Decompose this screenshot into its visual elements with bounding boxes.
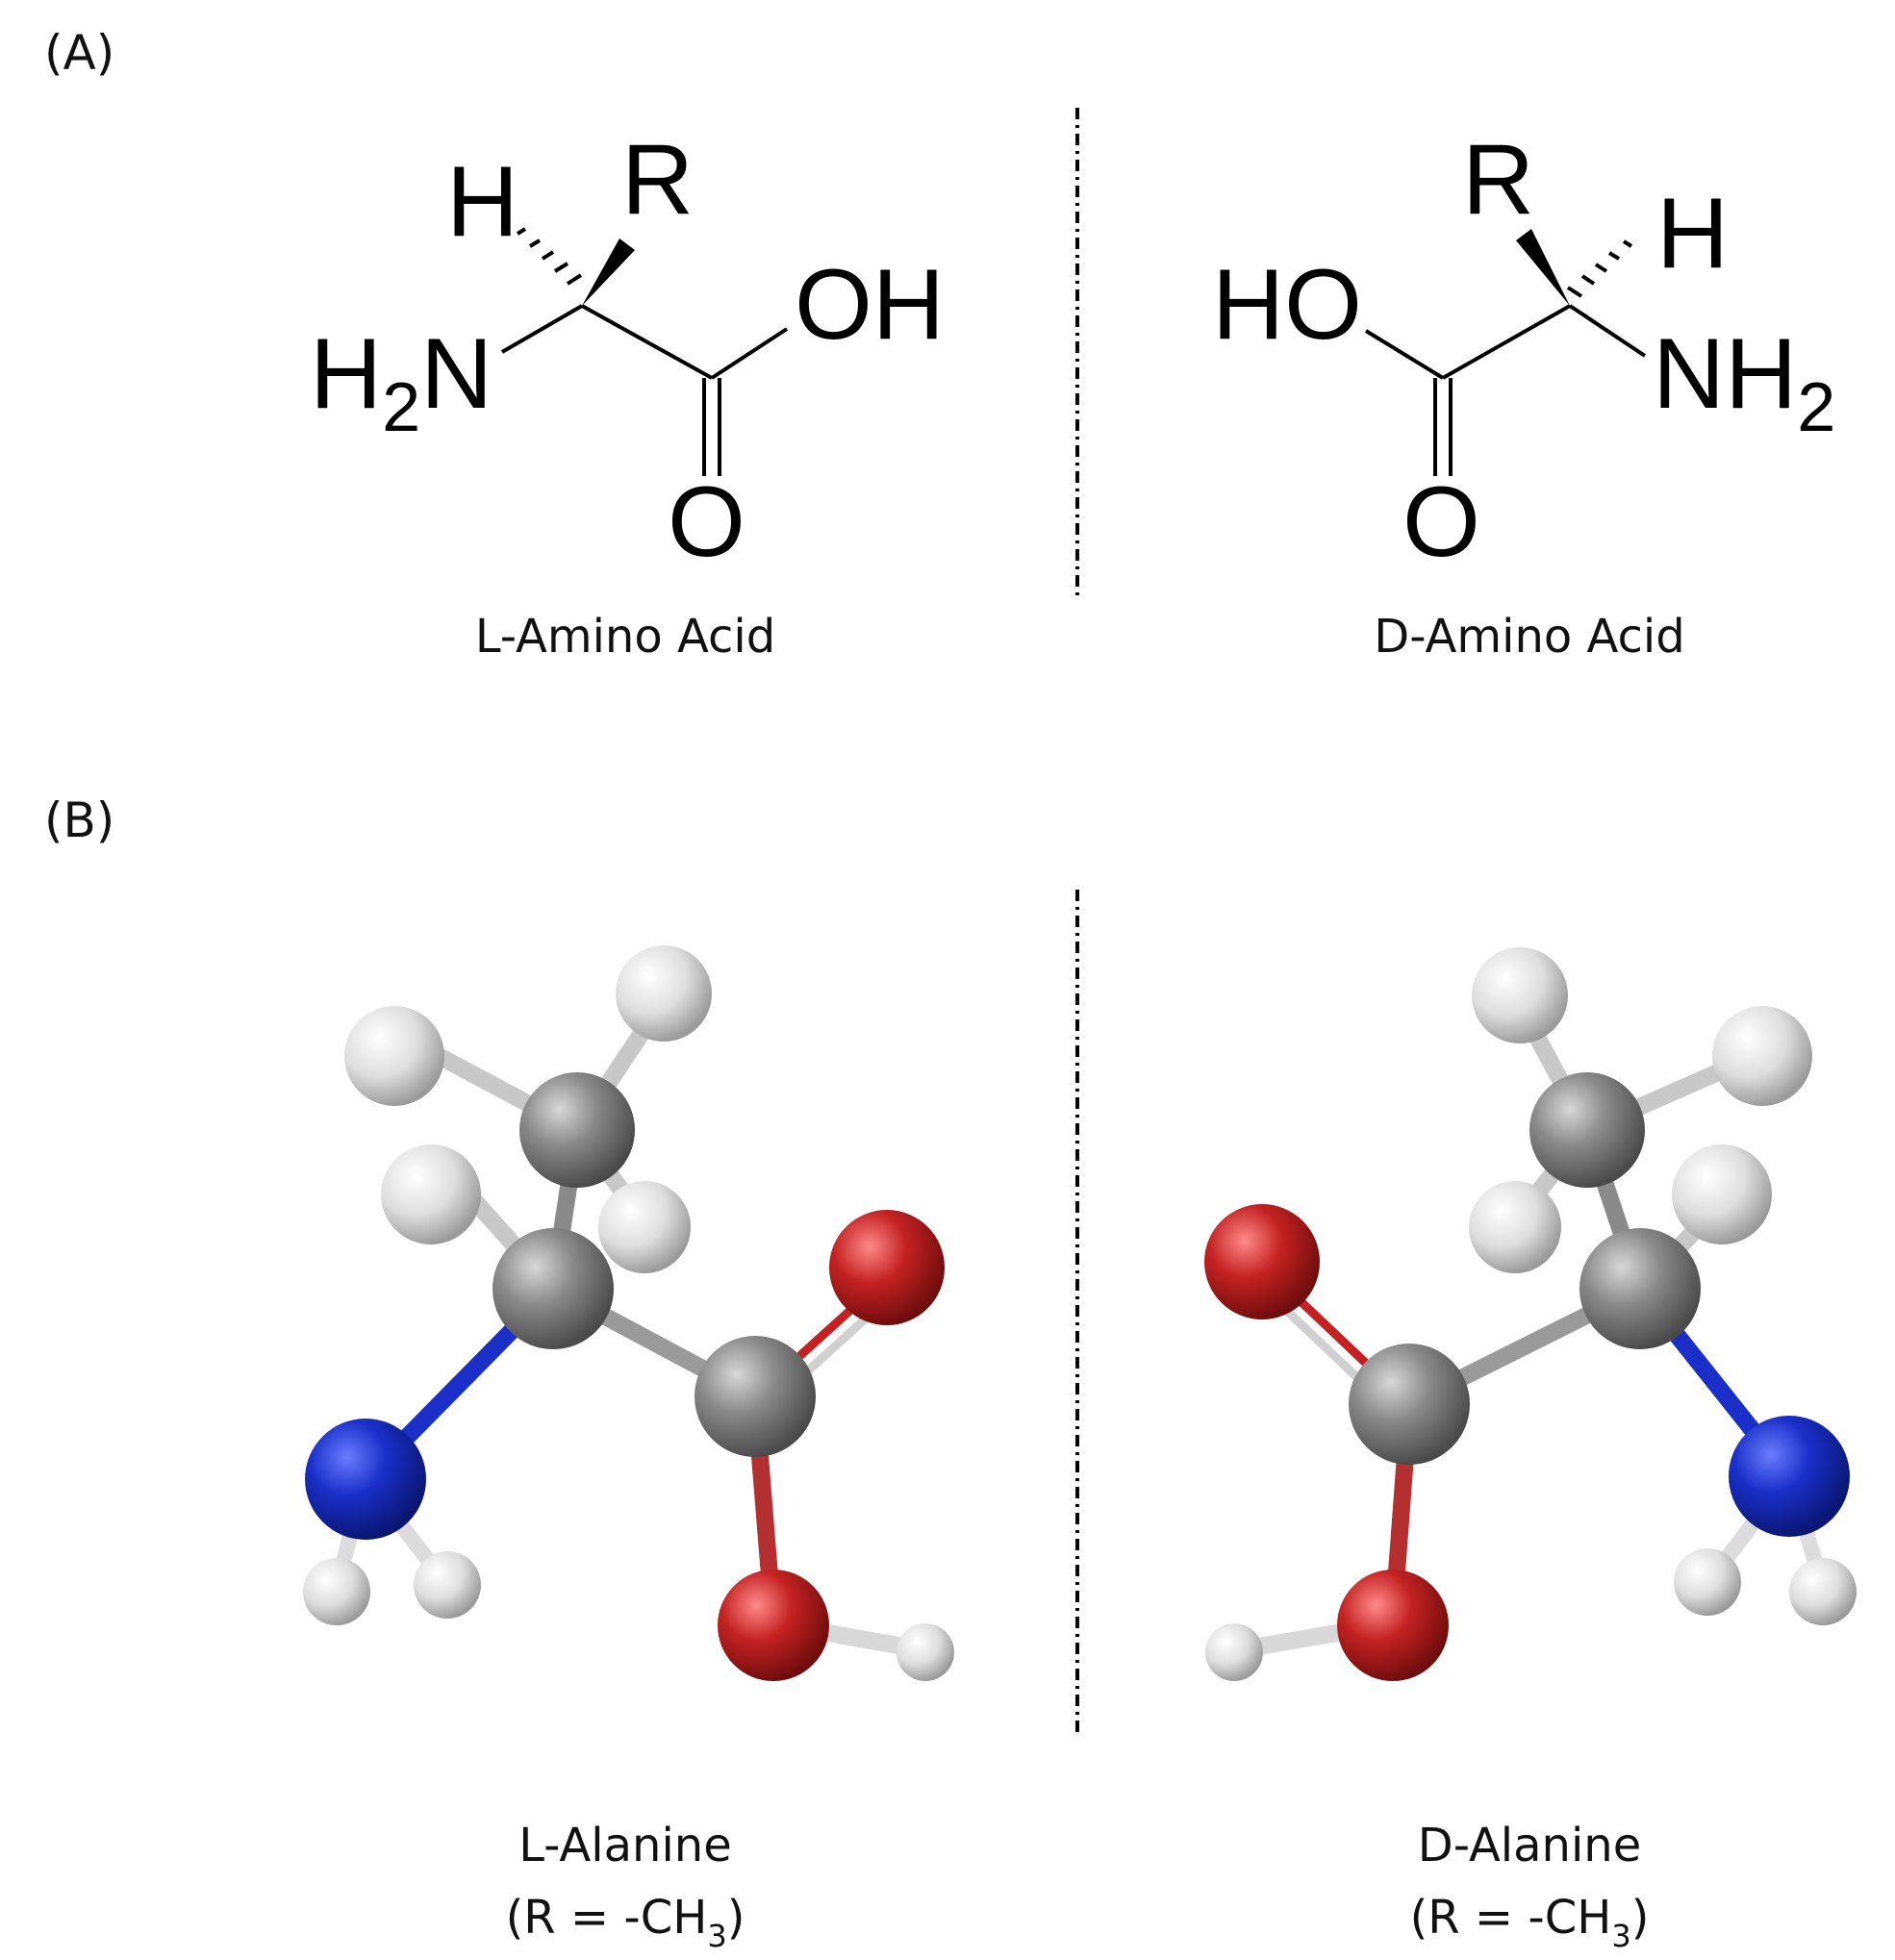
wedge-bond (1516, 229, 1570, 306)
hydrogen-atom (616, 945, 712, 1042)
formula-suffix: ) (727, 1891, 745, 1945)
formula-prefix: (R = -CH (506, 1891, 708, 1945)
carbon-atom (1349, 1344, 1470, 1465)
atom-amine-nh: NH (1653, 318, 1797, 430)
bonds (1227, 996, 1831, 1659)
caption-l-amino-acid: L-Amino Acid (475, 610, 775, 664)
hydrogen-atom (897, 1623, 954, 1681)
bond-ca-n (500, 304, 584, 354)
bond-ca-c (581, 304, 713, 380)
hashed-bond (1566, 239, 1633, 298)
atom-h: H (1656, 178, 1729, 289)
hydrogen-atom (1672, 1144, 1772, 1244)
carbon-atom (493, 1228, 614, 1349)
d-alanine-model: D-Alanine (R = -CH3) (1204, 947, 1857, 1954)
oxygen-atom (718, 1570, 829, 1681)
hydrogen-atom (381, 1144, 481, 1244)
bond-c-oh (710, 327, 789, 380)
amine-group: H2N (310, 318, 493, 446)
hashed-bond (516, 227, 583, 286)
atom-amine-n: N (420, 318, 493, 430)
bond-c-oh (1364, 329, 1445, 380)
hydrogen-atom (598, 1181, 691, 1273)
hydrogen-atom (1789, 1558, 1857, 1625)
amine-group: NH2 (1653, 318, 1835, 446)
hydrogen-atom (303, 1558, 370, 1625)
hydrogen-atom (1472, 947, 1568, 1043)
atom-ho: HO (1212, 249, 1362, 361)
hydrogen-atom (414, 1551, 481, 1619)
nitrogen-atom (1729, 1416, 1850, 1537)
panel-label-a: (A) (44, 25, 114, 81)
bonds (329, 992, 934, 1659)
carbon-atom (519, 1072, 635, 1188)
bond-ca-c (1442, 304, 1571, 380)
atom-r: R (621, 124, 694, 236)
carbon-atom (695, 1336, 816, 1457)
atom-carbonyl-o: O (1402, 466, 1480, 578)
hydrogen-atom (1205, 1623, 1263, 1681)
formula-subscript: 3 (707, 1918, 726, 1954)
bond-ca-n (1568, 304, 1647, 358)
atom-amine-h: H (310, 318, 382, 430)
caption-l-alanine: L-Alanine (518, 1819, 731, 1872)
wedge-bond (582, 239, 635, 306)
hydrogen-atom (1674, 1548, 1741, 1616)
oxygen-atom (1337, 1570, 1449, 1681)
carbon-atom (1529, 1072, 1645, 1188)
oxygen-atom (1204, 1204, 1320, 1319)
atom-r: R (1462, 124, 1534, 236)
hydrogen-atom (344, 1006, 444, 1106)
oxygen-atom (829, 1210, 945, 1325)
panel-label-b: (B) (44, 792, 114, 848)
formula-prefix: (R = -CH (1410, 1891, 1612, 1945)
caption-d-amino-acid: D-Amino Acid (1374, 610, 1684, 664)
l-alanine-model: L-Alanine (R = -CH3) (303, 945, 954, 1954)
l-amino-acid-structure: H R H2N OH O L-Amino Acid (310, 124, 945, 664)
d-amino-acid-structure: R H HO NH2 O D-Amino Acid (1212, 124, 1835, 664)
amine-subscript: 2 (382, 369, 420, 446)
atom-h: H (446, 146, 518, 258)
caption-d-alanine: D-Alanine (1418, 1819, 1642, 1872)
atom-oh: OH (795, 249, 945, 361)
carbon-atom (1579, 1228, 1701, 1349)
r-group-formula: (R = -CH3) (1410, 1891, 1650, 1954)
nitrogen-atom (305, 1419, 426, 1540)
formula-subscript: 3 (1611, 1918, 1630, 1954)
hydrogen-atom (1712, 1006, 1812, 1106)
atom-carbonyl-o: O (668, 466, 745, 578)
formula-suffix: ) (1631, 1891, 1650, 1945)
hydrogen-atom (1469, 1181, 1561, 1273)
r-group-formula: (R = -CH3) (506, 1891, 745, 1954)
amine-subscript: 2 (1797, 369, 1835, 446)
